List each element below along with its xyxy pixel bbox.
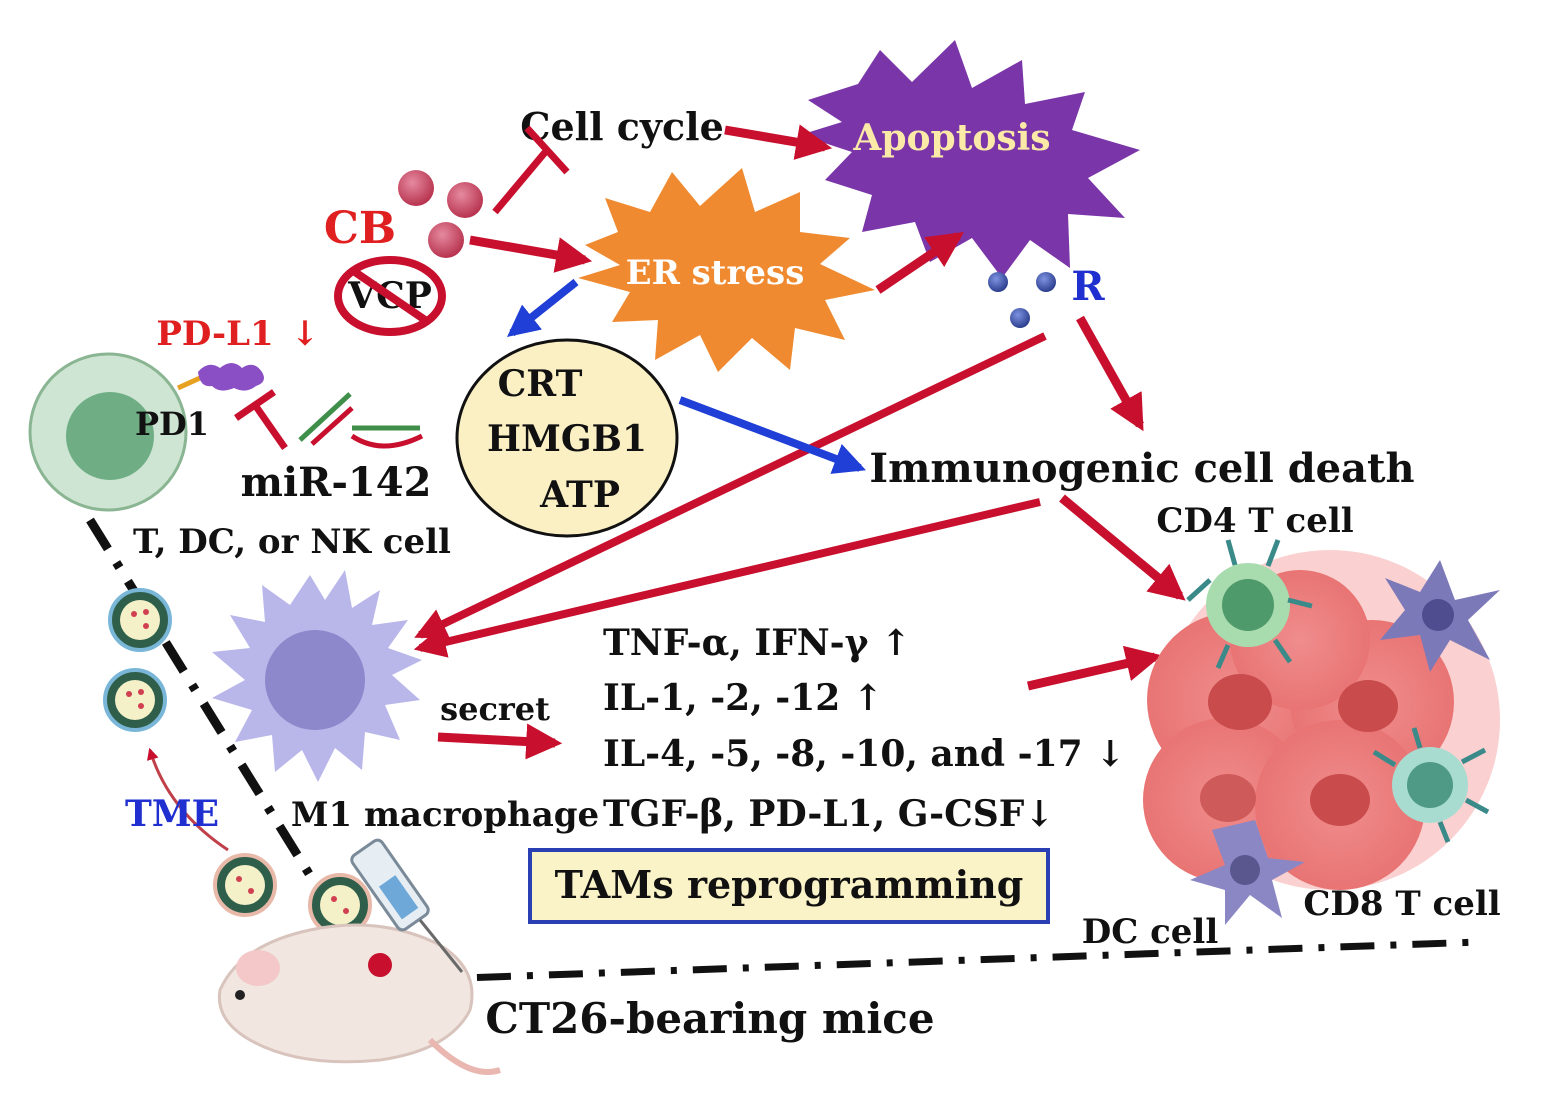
- atp-label: ATP: [539, 474, 620, 516]
- dc-cell-label: DC cell: [1082, 912, 1219, 952]
- no-vcp-icon: [334, 256, 446, 336]
- secret-label: secret: [440, 690, 550, 728]
- r-bead: [1010, 308, 1030, 328]
- hmgb1-label: HMGB1: [487, 418, 647, 460]
- damp-circle: [455, 338, 679, 538]
- dendritic-cell: [1380, 560, 1500, 672]
- tams-label: TAMs reprogramming: [555, 862, 1024, 907]
- immune-cell-nucleus: [66, 392, 154, 480]
- arrow-cellcycle-to-apoptosis: [724, 124, 833, 160]
- r-bead: [988, 272, 1008, 292]
- m1-macrophage-nucleus: [265, 630, 365, 730]
- syringe-icon: [350, 838, 464, 973]
- arrow-tme-to-nanoparticle: [147, 747, 229, 852]
- cytokines-up-1: TNF-α, IFN-γ ↑: [603, 622, 911, 664]
- immune-cell-label: T, DC, or NK cell: [133, 522, 451, 562]
- icd-label: Immunogenic cell death: [869, 445, 1414, 492]
- arrow-damp-to-icd: [678, 396, 866, 474]
- inhibit-pd-l1: [234, 389, 288, 451]
- arrow-cytokines-to-tumor: [1026, 645, 1163, 691]
- pd-l1-down-arrow: ↓: [291, 314, 320, 354]
- tme-boundary-line-bottom: [404, 938, 1481, 984]
- tme-label: TME: [125, 793, 219, 835]
- pd1-receptor: [176, 375, 202, 391]
- mouse-illustration: [217, 923, 501, 1075]
- apoptosis-label: Apoptosis: [852, 117, 1050, 159]
- cb-bead: [428, 222, 464, 258]
- arrow-r-to-icd: [1076, 315, 1144, 432]
- dendritic-cell-bottom: [1190, 820, 1305, 925]
- mice-label: CT26-bearing mice: [485, 994, 934, 1043]
- r-bead: [1036, 272, 1056, 292]
- cb-label: CB: [324, 203, 396, 254]
- arrow-icd-to-macrophage: [413, 498, 1041, 658]
- arrow-r-to-macrophage: [414, 332, 1047, 639]
- r-label: R: [1071, 263, 1105, 310]
- arrow-icd-to-tumor: [1059, 494, 1186, 601]
- arrow-er-to-apoptosis: [875, 231, 964, 294]
- nanoparticle: [308, 873, 372, 937]
- apoptosis-burst: [800, 40, 1140, 278]
- nanoparticle: [108, 588, 172, 652]
- arrow-cb-to-er-stress: [469, 235, 593, 273]
- er-stress-label: ER stress: [626, 253, 805, 293]
- inhibit-cell-cycle: [492, 125, 570, 215]
- mir142-label: miR-142: [241, 459, 432, 506]
- cb-bead: [398, 170, 434, 206]
- arrow-secret: [437, 723, 563, 760]
- cd4-label: CD4 T cell: [1156, 501, 1353, 541]
- cytokines-down-1: IL-4, -5, -8, -10, and -17 ↓: [603, 733, 1125, 775]
- er-stress-burst: [578, 168, 875, 372]
- cell-cycle-label: Cell cycle: [520, 104, 724, 149]
- crt-label: CRT: [498, 363, 583, 405]
- cd8-t-cell: [1372, 727, 1490, 843]
- pd-l1-label: PD-L1: [156, 314, 273, 354]
- cd4-t-cell: [1186, 539, 1313, 669]
- arrow-er-to-crt: [506, 278, 579, 337]
- cytokines-down-2: TGF-β, PD-L1, G-CSF↓: [603, 793, 1054, 835]
- mirna-hairpin: [298, 392, 424, 449]
- tams-box: [528, 848, 1050, 924]
- nanoparticle: [213, 853, 277, 917]
- nanoparticle: [103, 668, 167, 732]
- cd8-label: CD8 T cell: [1303, 884, 1500, 924]
- m1-macrophage-label: M1 macrophage: [291, 795, 599, 835]
- pd1-label: PD1: [135, 405, 209, 443]
- pd-l1-protein: [198, 363, 264, 391]
- cytokines-up-2: IL-1, -2, -12 ↑: [603, 677, 883, 719]
- cb-bead: [447, 182, 483, 218]
